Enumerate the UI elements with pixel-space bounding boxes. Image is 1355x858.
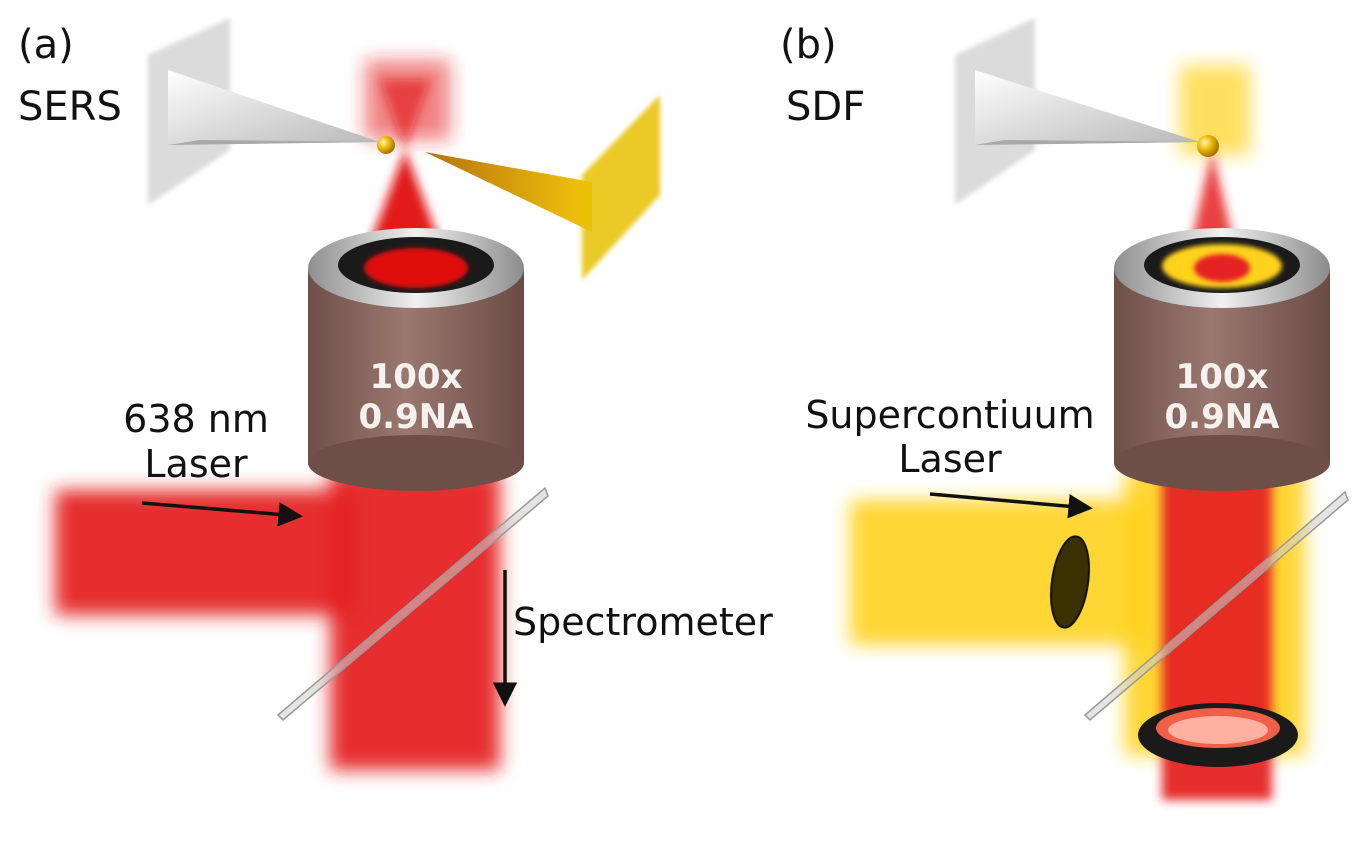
panel-a-source-label-line2: Laser [144, 442, 248, 486]
panel-b: 100x 0.9NA (b) SDF Supercontiuum Laser [780, 18, 1349, 800]
panel-b-afm-tip [955, 18, 1200, 205]
panel-a-objective: 100x 0.9NA [308, 228, 524, 491]
panel-b-objective-magnification: 100x [1176, 357, 1269, 397]
panel-b-tag: (b) [780, 22, 837, 68]
panel-b-nanoparticle [1197, 135, 1219, 157]
panel-a-input-arrow [141, 501, 303, 527]
panel-b-beam-stop [1050, 535, 1090, 629]
panel-a-nanoparticle [377, 136, 395, 154]
panel-a-tag: (a) [18, 22, 74, 68]
panel-a-source-label-line1: 638 nm [123, 397, 269, 441]
panel-b-objective: 100x 0.9NA [1114, 228, 1330, 491]
panel-b-input-arrow [929, 492, 1093, 519]
panel-b-technique: SDF [786, 84, 865, 130]
panel-a-afm-tip [148, 18, 380, 205]
panel-a-objective-na: 0.9NA [359, 397, 475, 437]
panel-a-objective-magnification: 100x [370, 357, 463, 397]
panel-a-technique: SERS [18, 84, 122, 130]
panel-b-annular-filter [1138, 703, 1298, 767]
panel-a: 100x 0.9NA (a) SERS 638 nm Laser Spectro… [18, 18, 773, 770]
panel-a-collector [425, 95, 660, 280]
panel-b-beam-splitter [1083, 490, 1349, 722]
panel-b-laser-beam [850, 65, 1305, 755]
panel-b-source-label-line2: Laser [898, 437, 1002, 481]
panel-b-source-label-line1: Supercontiuum [805, 393, 1094, 437]
panel-a-laser-beam [55, 60, 500, 770]
panel-a-detector-label: Spectrometer [513, 600, 773, 644]
panel-a-beam-splitter [276, 486, 549, 722]
panel-b-objective-na: 0.9NA [1165, 397, 1281, 437]
